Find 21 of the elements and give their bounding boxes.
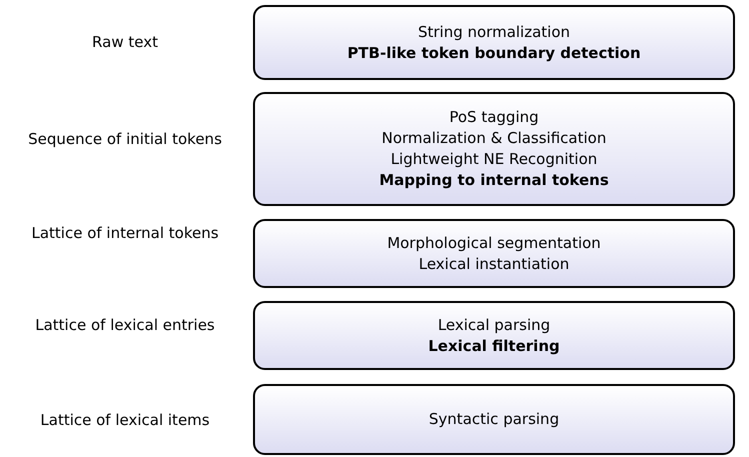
process-box (253, 5, 735, 80)
step-text: Lexical filtering (428, 336, 560, 356)
data-label: Lattice of internal tokens (31, 224, 219, 242)
process-box (253, 92, 735, 206)
step-text: Lexical instantiation (418, 254, 570, 274)
step-text: Mapping to internal tokens (379, 170, 609, 191)
data-label: Lattice of lexical entries (35, 316, 215, 334)
step-text: PoS tagging (449, 107, 539, 128)
data-label: Sequence of initial tokens (28, 130, 222, 148)
step-text: Normalization & Classification (382, 128, 606, 149)
step-text: String normalization (418, 22, 570, 42)
process-box (253, 219, 735, 288)
data-label: Lattice of lexical items (40, 411, 210, 429)
step-text: Lightweight NE Recognition (390, 149, 598, 170)
process-box (253, 384, 735, 455)
process-box (253, 301, 735, 370)
step-text: Morphological segmentation (387, 232, 601, 254)
step-text: PTB-like token boundary detection (347, 42, 641, 64)
step-text: Syntactic parsing (428, 409, 560, 430)
step-text: Lexical parsing (438, 314, 550, 336)
data-label: Raw text (92, 33, 158, 51)
